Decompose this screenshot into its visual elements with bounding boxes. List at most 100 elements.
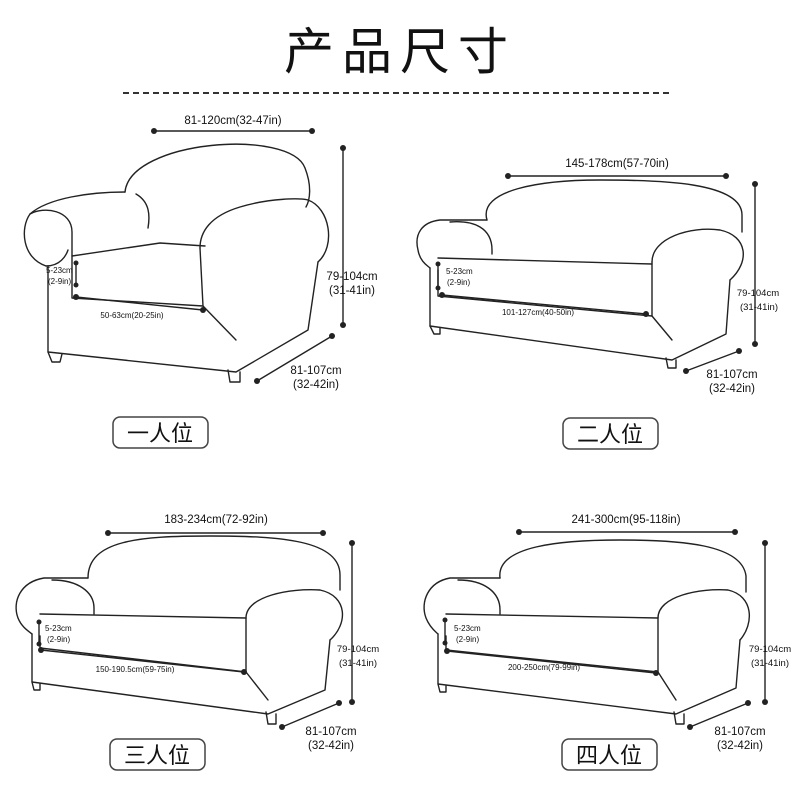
dim-endpoint: [73, 294, 79, 300]
cushion-width-label: 50-63cm(20-25in): [100, 311, 163, 320]
dim-endpoint: [736, 348, 742, 354]
arm-label-cm: 5-23cm: [454, 624, 481, 633]
seat-badge-label: 三人位: [124, 744, 190, 769]
arm-label-cm: 5-23cm: [45, 624, 72, 633]
armchair-group: 81-120cm(32-47in) 79-104cm (31-41in) 81-…: [23, 115, 378, 449]
cushion-width-dim-line: [40, 649, 245, 673]
dim-endpoint: [653, 670, 659, 676]
depth-label-in: (32-42in): [717, 740, 763, 752]
height-label-in: (31-41in): [751, 658, 789, 669]
dim-endpoint: [442, 617, 448, 623]
three-seat-sofa-outline: [15, 535, 344, 725]
cushion-width-dim-line: [75, 296, 204, 311]
dim-endpoint: [687, 724, 693, 730]
dim-endpoint: [516, 529, 522, 535]
dim-endpoint: [151, 128, 157, 134]
seat-badge-label: 一人位: [127, 422, 193, 447]
depth-label-in: (32-42in): [308, 740, 354, 752]
dim-endpoint: [435, 261, 441, 267]
height-label-cm: 79-104cm: [326, 271, 377, 283]
dim-endpoint: [444, 648, 450, 654]
dim-endpoint: [36, 641, 42, 647]
dim-endpoint: [762, 699, 768, 705]
dim-endpoint: [254, 378, 260, 384]
dim-endpoint: [643, 311, 649, 317]
depth-dim-line: [281, 702, 340, 728]
seat-badge-label: 四人位: [576, 744, 642, 769]
seat-badge: [561, 738, 658, 771]
depth-dim-line: [689, 702, 749, 728]
dim-endpoint: [340, 322, 346, 328]
cushion-width-label: 101-127cm(40-50in): [502, 308, 574, 317]
three-seat-sofa-group: 183-234cm(72-92in) 79-104cm (31-41in) 81…: [15, 514, 379, 771]
dim-endpoint: [200, 307, 206, 313]
dim-endpoint: [435, 285, 441, 291]
depth-label-cm: 81-107cm: [305, 726, 356, 738]
dim-endpoint: [505, 173, 511, 179]
arm-label-cm: 5-23cm: [46, 266, 73, 275]
four-seat-sofa-group: 241-300cm(95-118in) 79-104cm (31-41in) 8…: [423, 514, 791, 771]
dim-endpoint: [752, 341, 758, 347]
arm-label-in: (2-9in): [47, 635, 70, 644]
height-label-cm: 79-104cm: [337, 644, 379, 655]
cushion-width-label: 150-190.5cm(59-75in): [96, 665, 175, 674]
height-label-cm: 79-104cm: [749, 644, 791, 655]
depth-label-cm: 81-107cm: [714, 726, 765, 738]
arm-label-in: (2-9in): [456, 635, 479, 644]
armchair-outline: [23, 143, 330, 383]
arm-label-cm: 5-23cm: [446, 267, 473, 276]
width-label: 81-120cm(32-47in): [184, 115, 281, 127]
page-title: 产品尺寸: [284, 23, 516, 81]
loveseat-outline: [416, 179, 744, 369]
height-label-in: (31-41in): [329, 285, 375, 297]
dim-endpoint: [442, 640, 448, 646]
depth-label-cm: 81-107cm: [290, 365, 341, 377]
width-label: 145-178cm(57-70in): [565, 158, 669, 170]
dim-endpoint: [752, 181, 758, 187]
dim-endpoint: [439, 292, 445, 298]
seat-badge-label: 二人位: [577, 423, 643, 448]
dim-endpoint: [349, 540, 355, 546]
seat-badge: [562, 417, 659, 450]
dim-endpoint: [683, 368, 689, 374]
dim-endpoint: [309, 128, 315, 134]
cushion-width-dim-line: [446, 650, 657, 674]
dim-endpoint: [336, 700, 342, 706]
depth-dim-line: [256, 335, 333, 382]
dim-endpoint: [105, 530, 111, 536]
dim-endpoint: [320, 530, 326, 536]
dim-endpoint: [329, 333, 335, 339]
dim-endpoint: [762, 540, 768, 546]
cushion-width-dim-line: [441, 294, 647, 315]
dim-endpoint: [36, 619, 42, 625]
dim-endpoint: [340, 145, 346, 151]
title-divider: [123, 92, 669, 94]
dim-endpoint: [38, 647, 44, 653]
dim-endpoint: [723, 173, 729, 179]
cushion-width-label: 200-250cm(79-99in): [508, 663, 580, 672]
depth-label-in: (32-42in): [293, 379, 339, 391]
height-label-in: (31-41in): [740, 302, 778, 313]
arm-label-in: (2-9in): [48, 277, 71, 286]
depth-dim-line: [685, 350, 740, 372]
dim-endpoint: [73, 282, 79, 288]
four-seat-sofa-outline: [423, 539, 751, 725]
dim-endpoint: [73, 260, 79, 266]
dim-endpoint: [745, 700, 751, 706]
seat-badge: [112, 416, 209, 449]
seat-badge: [109, 738, 206, 771]
dim-endpoint: [279, 724, 285, 730]
depth-label-in: (32-42in): [709, 383, 755, 395]
depth-label-cm: 81-107cm: [706, 369, 757, 381]
dim-endpoint: [349, 699, 355, 705]
loveseat-group: 145-178cm(57-70in) 79-104cm (31-41in) 81…: [416, 158, 779, 450]
height-label-cm: 79-104cm: [737, 288, 779, 299]
height-label-in: (31-41in): [339, 658, 377, 669]
arm-label-in: (2-9in): [447, 278, 470, 287]
dim-endpoint: [732, 529, 738, 535]
width-label: 183-234cm(72-92in): [164, 514, 268, 526]
dim-endpoint: [241, 669, 247, 675]
width-label: 241-300cm(95-118in): [571, 514, 680, 526]
